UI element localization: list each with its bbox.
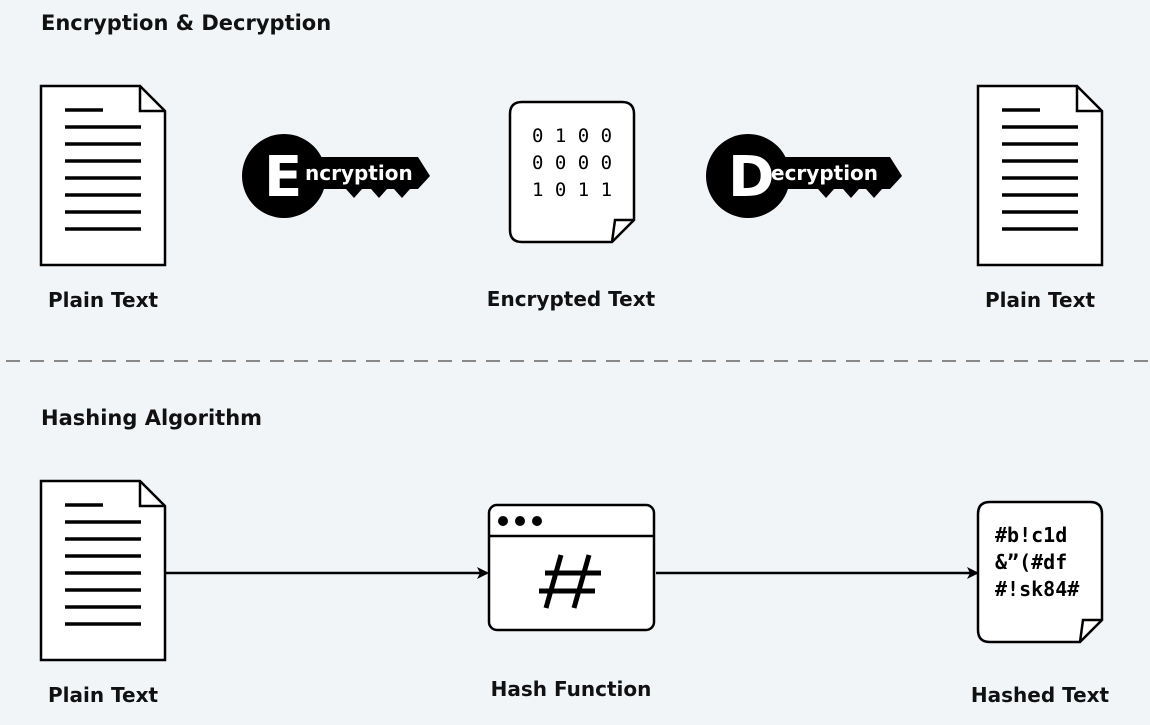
decryption-key-letter: D: [728, 145, 774, 210]
encryption-key-letter: E: [264, 145, 302, 210]
hash-symbol-icon: [539, 554, 601, 609]
encrypted-text-card-icon: 0 1 0 0 0 0 0 0 1 0 1 1: [508, 100, 636, 244]
hashed-text-caption: Hashed Text: [970, 683, 1110, 707]
encryption-section-title: Encryption & Decryption: [41, 11, 332, 35]
binary-row: 0 1 0 0: [532, 125, 612, 147]
decryption-key-icon: D ecryption: [706, 134, 902, 218]
encrypted-text-caption: Encrypted Text: [486, 287, 656, 311]
hashing-section-title: Hashing Algorithm: [41, 406, 263, 430]
plain-text-document-icon: [39, 84, 167, 267]
binary-row: 1 0 1 1: [532, 179, 612, 201]
plain-text-document-icon: [39, 479, 167, 662]
binary-row: 0 0 0 0: [532, 152, 612, 174]
decryption-key-label: ecryption: [771, 161, 878, 185]
hashed-row: &”(#df: [995, 550, 1067, 574]
hashed-row: #b!c1d: [995, 523, 1067, 547]
plain-text-caption: Plain Text: [47, 288, 159, 312]
hashed-text-card-icon: #b!c1d &”(#df #!sk84#: [976, 500, 1104, 644]
plain-text-document-icon: [976, 84, 1104, 267]
hash-function-window-icon: [487, 503, 656, 632]
hash-function-caption: Hash Function: [490, 677, 652, 701]
plain-text-caption: Plain Text: [47, 683, 159, 707]
plain-text-caption: Plain Text: [984, 288, 1096, 312]
encryption-key-label: ncryption: [305, 161, 413, 185]
encryption-key-icon: E ncryption: [242, 134, 430, 218]
hashed-row: #!sk84#: [995, 577, 1079, 601]
